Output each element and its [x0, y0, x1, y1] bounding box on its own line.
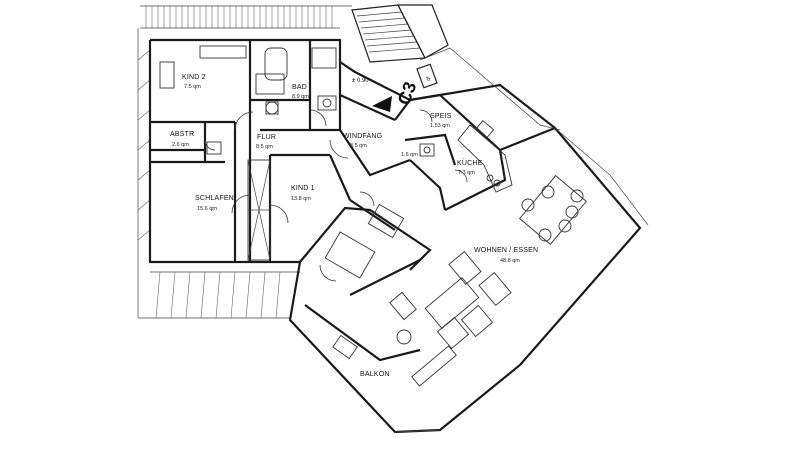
beds: [159, 61, 405, 279]
room-name-wohnen: WOHNEN / ESSEN: [474, 247, 538, 254]
balcony-details: [332, 334, 441, 433]
kitchen-fixtures: [457, 120, 513, 193]
entrance-arrow-icon: [372, 96, 392, 112]
room-name-speis: SPEIS: [430, 113, 452, 120]
room-area-flur: 8.5 qm: [256, 144, 273, 150]
room-area-wc: 1.6 qm: [401, 152, 418, 158]
room-name-schlafen: SCHLAFEN: [195, 195, 234, 202]
room-area-kueche: 7.3 qm: [458, 170, 475, 176]
room-area-kind2: 7.5 qm: [184, 84, 201, 90]
living-furniture: [389, 175, 587, 387]
room-area-windfang: 3.5 qm: [350, 143, 367, 149]
room-name-kind1: KIND 1: [291, 185, 315, 192]
room-name-bad: BAD: [292, 84, 307, 91]
room-name-kueche: KÜCHE: [457, 159, 483, 167]
bathroom-fixtures: [206, 47, 435, 157]
room-labels: KIND 2 7.5 qm BAD 8.9 qm ABSTR 2.6 qm FL…: [170, 74, 538, 378]
room-area-abstr: 2.6 qm: [172, 142, 189, 148]
room-name-kind2: KIND 2: [182, 74, 206, 81]
room-area-speis: 1.53 qm: [430, 123, 450, 129]
room-area-kind1: 13.8 qm: [291, 196, 311, 202]
interior-walls: [150, 40, 556, 362]
room-area-wohnen: 48.8 qm: [500, 258, 520, 264]
wardrobes: [199, 45, 285, 261]
room-area-bad: 8.9 qm: [292, 94, 309, 100]
room-name-windfang: WINDFANG: [343, 133, 382, 140]
outer-walls: [137, 5, 649, 434]
room-name-flur: FLUR: [257, 134, 276, 141]
room-name-abstr: ABSTR: [170, 131, 194, 138]
level-label: ± 0.90: [352, 78, 369, 84]
entrance-marker: C3 d ± 0.90: [352, 63, 438, 112]
staircase: [351, 4, 449, 63]
doors: [204, 109, 468, 282]
unit-marker-suffix: d: [426, 77, 433, 82]
room-name-balkon: BALKON: [360, 371, 390, 378]
room-area-schlafen: 15.6 qm: [197, 206, 217, 212]
unit-marker: C3: [394, 79, 421, 107]
